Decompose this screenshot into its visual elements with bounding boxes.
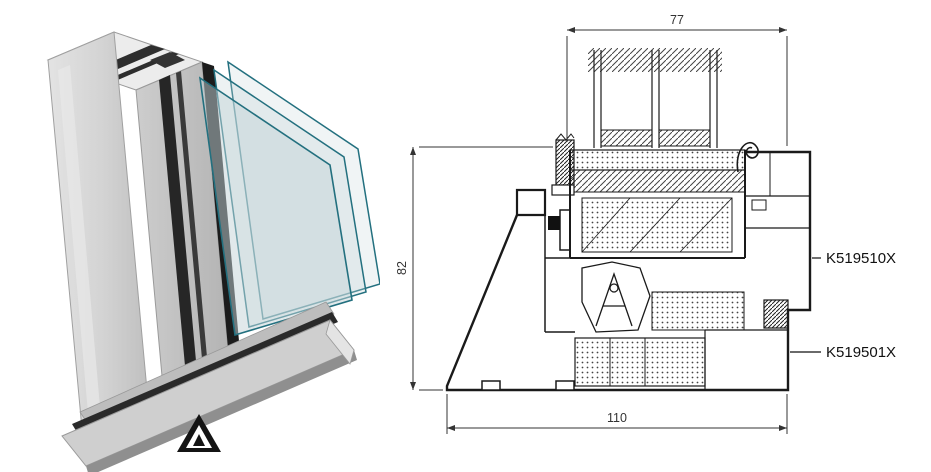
insulation-chamber-lower	[574, 337, 706, 387]
part-label-lower: K519501X	[826, 344, 896, 361]
glass-pane-1	[198, 76, 353, 337]
frame-foot	[481, 380, 501, 391]
profile-cross-section-drawing: 77 82 110 K519510X K519501X	[380, 0, 931, 472]
dimension-left-height: 82	[395, 146, 553, 391]
frame-outer-face	[47, 31, 150, 441]
locking-hardware	[581, 261, 651, 333]
profile-3d-render-svg	[46, 31, 380, 472]
gasket-hardware	[150, 52, 185, 68]
glazing-spacer	[600, 129, 653, 147]
insulation-chamber-upper	[581, 197, 733, 253]
retaining-clip	[736, 141, 759, 173]
frame-gasket-hatched	[763, 299, 789, 329]
screw-port	[751, 199, 767, 211]
glazing-support-band	[569, 149, 746, 193]
dimension-top-width: 77	[566, 13, 788, 146]
frame-outline	[445, 150, 812, 392]
lower-bead-band	[574, 337, 706, 387]
part-label-upper: K519510X	[826, 250, 896, 267]
sill-cut-face	[325, 319, 355, 365]
dimension-bottom-width: 110	[446, 394, 788, 434]
bottom-sill-profile	[61, 301, 357, 472]
dimension-value-left: 82	[395, 261, 409, 275]
dimension-value-top: 77	[670, 13, 684, 27]
thermal-break-strip	[176, 71, 211, 403]
glass-cut-hatch	[588, 48, 722, 72]
glazing-spacer	[658, 129, 711, 147]
frame-foot	[555, 380, 575, 391]
part-label-upper-group: K519510X	[812, 250, 896, 267]
part-label-lower-group: K519501X	[790, 344, 896, 361]
sash-profile	[548, 150, 746, 259]
triple-glazing-panes	[198, 60, 380, 337]
sash-gasket	[548, 216, 560, 230]
triple-glazing	[588, 48, 722, 148]
insulation-chamber-middle	[651, 291, 745, 331]
cross-section-svg: 77 82 110 K519510X K519501X	[395, 13, 896, 434]
profile-3d-render	[0, 0, 380, 472]
triangle-logo-icon	[177, 414, 221, 452]
frame-inner-face	[135, 61, 233, 421]
dimension-value-bottom: 110	[607, 411, 627, 425]
thermal-break-strip	[159, 75, 200, 410]
gasket-zigzag	[555, 133, 575, 141]
